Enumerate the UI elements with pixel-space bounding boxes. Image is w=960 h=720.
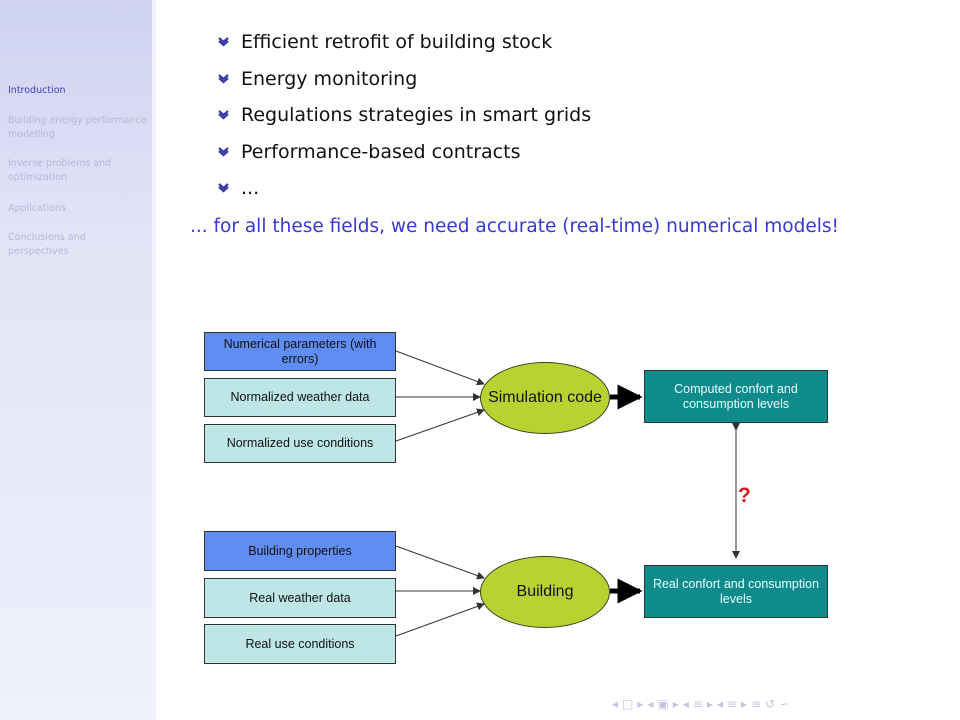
- sidebar-item-conclusions[interactable]: Conclusions and perspectives: [8, 232, 86, 257]
- box-real-levels: Real confort and consumption levels: [644, 565, 828, 618]
- box-real-weather: Real weather data: [204, 578, 396, 618]
- question-mark: ?: [738, 484, 751, 507]
- bullet-item: Performance-based contracts: [218, 140, 591, 177]
- building-ellipse: Building: [480, 556, 610, 628]
- bullet-text: Energy monitoring: [241, 67, 418, 90]
- nav-next-icon[interactable]: ▸: [637, 697, 644, 711]
- bullet-item: Efficient retrofit of building stock: [218, 30, 591, 67]
- ellipse-label: Building: [516, 583, 574, 600]
- nav-part-icon[interactable]: ≡: [726, 697, 738, 711]
- nav-search-icon[interactable]: ∽: [779, 697, 790, 711]
- nav-prev-icon[interactable]: ◂: [682, 697, 689, 711]
- nav-next-icon[interactable]: ▸: [706, 697, 713, 711]
- beamer-nav-controls[interactable]: ◂ □ ▸ ◂ ▣ ▸ ◂ ≡ ▸ ◂ ≡ ▸ ≡ ↺ ∽: [612, 696, 952, 712]
- nav-frame-icon[interactable]: □: [622, 697, 634, 711]
- sidebar-item-applications[interactable]: Applications: [8, 203, 67, 214]
- sidebar-item-building-energy-modelling[interactable]: Building energy performance modelling: [8, 115, 147, 140]
- bullet-text: Performance-based contracts: [241, 140, 521, 163]
- nav-next-icon[interactable]: ▸: [741, 697, 748, 711]
- box-normalized-weather: Normalized weather data: [204, 378, 396, 417]
- arrow-use-to-simulation: [395, 408, 485, 442]
- sidebar-edge: [152, 0, 156, 720]
- bullet-arrow-icon: [218, 146, 229, 156]
- ellipse-label: Simulation code: [488, 389, 602, 406]
- nav-prev-icon[interactable]: ◂: [647, 697, 654, 711]
- simulation-code-ellipse: Simulation code: [480, 362, 610, 434]
- bullet-text: Efficient retrofit of building stock: [241, 31, 553, 53]
- nav-next-icon[interactable]: ▸: [672, 697, 679, 711]
- bullet-arrow-icon: [218, 183, 229, 193]
- bullet-arrow-icon: [218, 73, 229, 83]
- box-label: Numerical parameters (with errors): [223, 336, 377, 366]
- box-computed-levels: Computed confort and consumption levels: [644, 370, 828, 423]
- bullet-text: ...: [241, 177, 260, 199]
- box-label: Real confort and consumption levels: [652, 576, 820, 606]
- sidebar-item-introduction[interactable]: Introduction: [8, 85, 66, 96]
- arrow-properties-to-building: [395, 545, 485, 580]
- box-real-use: Real use conditions: [204, 624, 396, 664]
- box-building-properties: Building properties: [204, 531, 396, 571]
- emphasis-text: ... for all these fields, we need accura…: [190, 216, 839, 237]
- arrow-numerical-to-simulation: [395, 350, 485, 386]
- box-label: Normalized use conditions: [226, 436, 374, 450]
- bullet-item: ...: [218, 176, 591, 213]
- arrow-realuse-to-building: [395, 602, 485, 637]
- box-label: Computed confort and consumption levels: [674, 381, 798, 411]
- bullet-item: Regulations strategies in smart grids: [218, 103, 591, 140]
- bullet-item: Energy monitoring: [218, 67, 591, 104]
- nav-document-icon[interactable]: ≡: [751, 697, 762, 711]
- nav-prev-icon[interactable]: ◂: [716, 697, 723, 711]
- box-numerical-parameters: Numerical parameters (with errors): [204, 332, 396, 371]
- box-label: Real weather data: [249, 590, 351, 605]
- bullet-arrow-icon: [218, 37, 229, 47]
- box-label: Normalized weather data: [230, 390, 370, 404]
- bullet-list: Efficient retrofit of building stock Ene…: [218, 30, 591, 213]
- box-normalized-use: Normalized use conditions: [204, 424, 396, 463]
- nav-back-icon[interactable]: ↺: [765, 697, 776, 711]
- sidebar: Introduction Building energy performance…: [0, 0, 152, 720]
- bullet-text: Regulations strategies in smart grids: [241, 104, 592, 126]
- bullet-arrow-icon: [218, 110, 229, 120]
- box-label: Building properties: [248, 543, 352, 558]
- nav-section-icon[interactable]: ≡: [692, 697, 703, 711]
- nav-prev-icon[interactable]: ◂: [612, 697, 619, 711]
- box-label: Real use conditions: [245, 636, 355, 651]
- sidebar-item-inverse-problems[interactable]: Inverse problems and optimization: [8, 158, 112, 183]
- nav-subsection-icon[interactable]: ▣: [657, 697, 669, 711]
